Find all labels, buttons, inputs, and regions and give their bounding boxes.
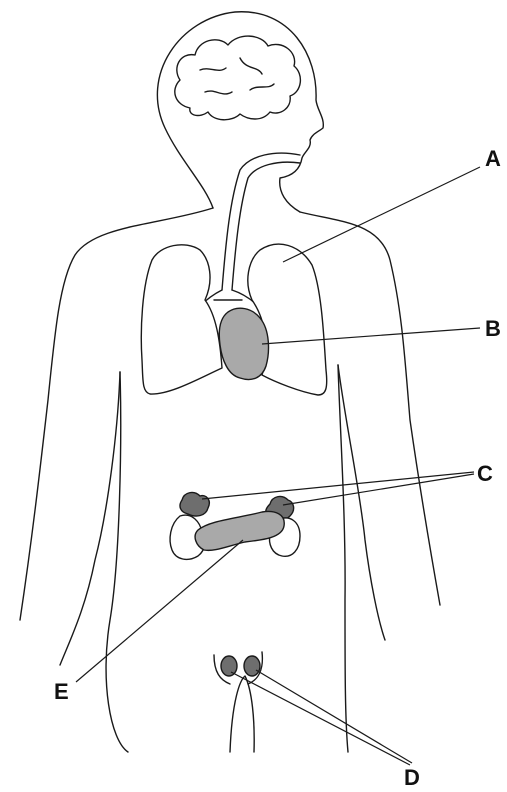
label-c: C xyxy=(477,461,493,486)
left-torso-outline xyxy=(106,372,128,752)
label-b: B xyxy=(485,316,501,341)
left-lung xyxy=(141,245,222,394)
label-a: A xyxy=(485,146,501,171)
heart xyxy=(219,308,268,379)
right-testis xyxy=(244,656,260,676)
leader-line-d-left xyxy=(231,672,410,765)
head-outline xyxy=(157,12,323,212)
left-inner-arm-outline xyxy=(60,372,120,665)
right-shoulder-arm-outline xyxy=(300,212,440,605)
brain xyxy=(175,36,301,120)
label-d: D xyxy=(404,765,420,790)
left-testis xyxy=(221,656,237,676)
leader-line-c-left xyxy=(202,472,474,499)
leader-line-e xyxy=(76,540,243,682)
leader-line-d-right xyxy=(256,670,412,763)
leader-line-c-right xyxy=(283,474,474,505)
body-outline xyxy=(20,12,440,752)
label-e: E xyxy=(54,679,69,704)
leg-divider-outline xyxy=(230,676,254,752)
left-adrenal-gland xyxy=(180,493,209,516)
